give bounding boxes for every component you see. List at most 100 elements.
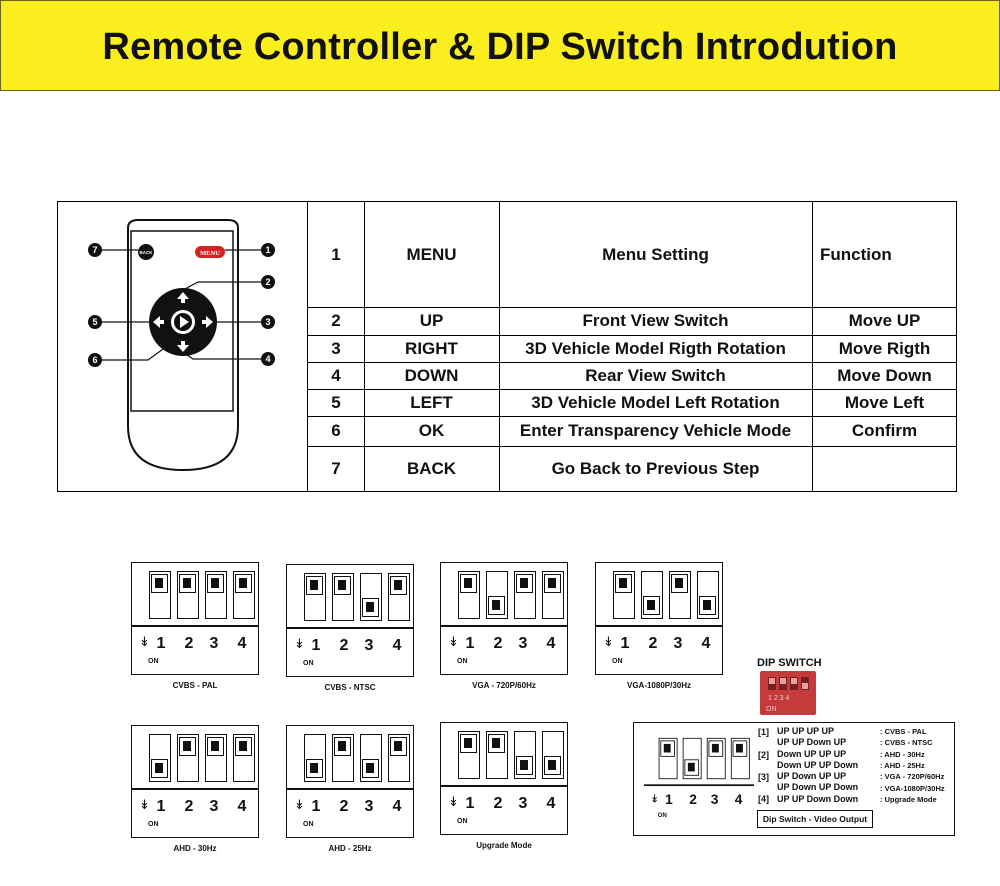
- dip-number: 3: [518, 795, 528, 812]
- dip-number: 3: [673, 635, 683, 652]
- callout-1-label: 1: [265, 245, 270, 255]
- dip-number: 4: [701, 635, 711, 652]
- dip-caption: AHD - 25Hz: [328, 844, 372, 853]
- table-divider: [308, 389, 956, 390]
- dip-knob-down: [362, 759, 379, 778]
- dip-switch-1: [149, 734, 171, 782]
- legend-setting-line: Down UP UP UP: [777, 749, 847, 759]
- table-cell-num: 1: [331, 244, 341, 264]
- table-divider: [364, 202, 365, 491]
- dip-number: 3: [209, 635, 219, 652]
- dip-caption: AHD - 30Hz: [173, 844, 217, 853]
- on-arrow-icon: ↡: [448, 794, 459, 809]
- dip-number: 1: [156, 798, 166, 815]
- dip-switch-1: [304, 734, 326, 782]
- callout-6: [88, 353, 102, 367]
- dip-knob-up: [151, 574, 168, 593]
- on-label: ON: [148, 658, 159, 665]
- on-arrow-icon: ↡: [650, 792, 660, 805]
- right-arrow-icon: [202, 316, 213, 328]
- table-cell-setting: Enter Transparency Vehicle Mode: [519, 421, 792, 440]
- table-cell-num: 5: [331, 392, 341, 412]
- dip-number: 1: [311, 637, 321, 654]
- legend-setting-line: UP Down UP Down: [777, 782, 859, 792]
- legend-setting-line: Down UP UP Down: [777, 760, 859, 770]
- dip-switch-2: [641, 571, 663, 619]
- dip-number: 2: [339, 798, 349, 815]
- dip-number: 1: [311, 798, 321, 815]
- dip-switch-4: [233, 734, 255, 782]
- remote-panel: [130, 230, 234, 412]
- dip-switch-2: [332, 573, 354, 621]
- dip-divider: [596, 625, 722, 627]
- callout-4-label: 4: [265, 354, 270, 364]
- legend-group-tag: [1]: [758, 727, 769, 737]
- dip-caption: CVBS - NTSC: [324, 683, 376, 692]
- on-label: ON: [457, 818, 468, 825]
- dip-switch-1: [658, 737, 678, 780]
- on-label: ON: [457, 658, 468, 665]
- dip-knob-down: [151, 759, 168, 778]
- dip-number: 4: [392, 637, 402, 654]
- table-divider: [812, 202, 813, 491]
- dip-number: 2: [493, 635, 503, 652]
- play-icon: [180, 316, 189, 328]
- dip-switch-4: [730, 737, 750, 780]
- on-arrow-icon: ↡: [139, 797, 150, 812]
- legend-group-tag: [2]: [758, 750, 769, 760]
- dip-number: 4: [546, 795, 556, 812]
- dip-caption: VGA - 720P/60Hz: [472, 681, 536, 690]
- legend-setting-line: UP UP Down Down: [777, 794, 859, 804]
- table-cell-key: MENU: [406, 244, 457, 264]
- dip-knob-down: [699, 596, 716, 615]
- dip-switch-1: [458, 731, 480, 779]
- callout-7-label: 7: [92, 245, 97, 255]
- dip-switch-4: [697, 571, 719, 619]
- legend-footer: Dip Switch - Video Output: [757, 810, 873, 828]
- dip-knob-down: [488, 596, 505, 615]
- dip-switch-4: [233, 571, 255, 619]
- table-cell-key: OK: [418, 421, 445, 440]
- table-cell-setting: 3D Vehicle Model Left Rotation: [531, 392, 780, 412]
- back-button-label: BACK: [140, 250, 154, 255]
- legend-output-line: : VGA-1080P/30Hz: [880, 784, 945, 793]
- dip-switch-3: [706, 737, 726, 780]
- dip-number: 4: [237, 635, 247, 652]
- dip-switch-3: [205, 571, 227, 619]
- table-cell-key: BACK: [406, 459, 457, 478]
- dip-knob-up: [708, 740, 724, 757]
- menu-button-shape: [195, 246, 225, 258]
- dip-knob-up: [390, 576, 407, 595]
- dip-number: 3: [518, 635, 528, 652]
- dip-switch-2: [682, 737, 702, 780]
- callout-4: [261, 352, 275, 366]
- dip-knob-up: [460, 734, 477, 753]
- dip-photo-on: ON: [766, 706, 777, 713]
- dip-knob-up: [306, 576, 323, 595]
- table-divider: [308, 362, 956, 363]
- dip-number: 3: [364, 637, 374, 654]
- table-cell-setting: Go Back to Previous Step: [551, 459, 760, 478]
- table-divider: [308, 307, 956, 308]
- dip-divider: [441, 625, 567, 627]
- callout-markers: [88, 243, 275, 367]
- table-divider: [307, 202, 308, 491]
- on-label: ON: [303, 821, 314, 828]
- dip-knob-up: [390, 737, 407, 756]
- table-cell-num: 4: [331, 365, 341, 385]
- dip-switch-photo: 1 2 3 4 ON: [760, 671, 816, 715]
- dip-number: 2: [184, 635, 194, 652]
- table-cell-num: 6: [331, 421, 341, 440]
- table-cell-num: 7: [331, 459, 341, 478]
- table-cell-key: RIGHT: [405, 338, 458, 358]
- table-cell-num: 2: [331, 311, 341, 330]
- page-title: Remote Controller & DIP Switch Introduti…: [102, 26, 898, 68]
- dip-knob-up: [235, 737, 252, 756]
- table-cell-function: Move Rigth: [838, 338, 931, 358]
